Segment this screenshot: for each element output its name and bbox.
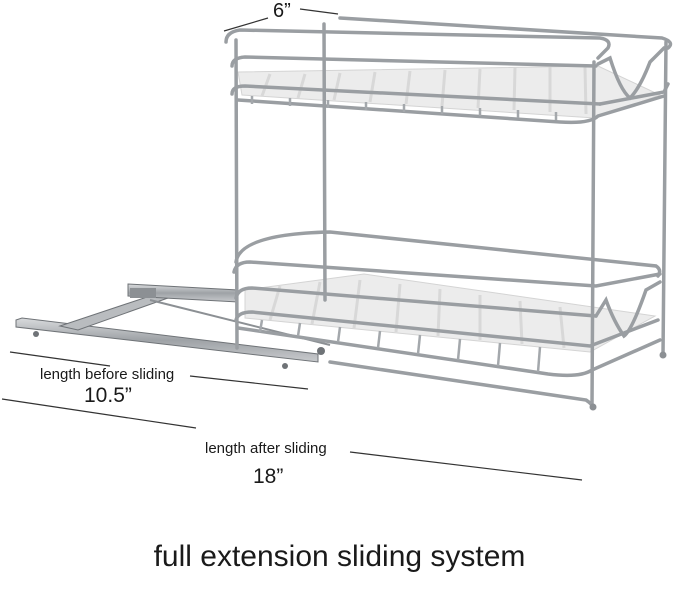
post-front-right xyxy=(661,40,668,357)
foot xyxy=(589,403,597,411)
top-rail-right xyxy=(598,82,670,106)
rail-bar xyxy=(15,317,319,363)
bottom-rail-front-curve xyxy=(594,280,662,339)
bottom-rail-lower xyxy=(234,310,660,348)
foot xyxy=(659,351,667,359)
after-dimension-line-right xyxy=(349,451,583,481)
bottom-front-bar xyxy=(328,360,596,410)
post-back-right xyxy=(590,60,596,408)
shelf-cross-wires xyxy=(250,96,558,373)
before-sliding-value: 10.5” xyxy=(84,384,132,407)
bottom-rail-upper xyxy=(234,286,598,318)
rack-feet xyxy=(589,351,667,411)
rail-screw xyxy=(33,331,39,337)
bottom-rail-mid xyxy=(232,260,662,288)
shelf-liners xyxy=(237,65,662,353)
post-front-left xyxy=(322,22,327,302)
rail-screw xyxy=(317,347,325,355)
width-dimension-line-right xyxy=(299,8,339,15)
after-sliding-value: 18” xyxy=(253,465,284,488)
before-sliding-caption: length before sliding xyxy=(40,366,175,383)
width-dimension-line-left xyxy=(223,17,269,32)
top-rail-back xyxy=(338,16,673,50)
rail-bracket xyxy=(130,288,156,298)
bottom-rail-base xyxy=(236,326,662,378)
top-rail-upper xyxy=(224,28,611,60)
before-dimension-line-right xyxy=(189,375,309,390)
rack-frame xyxy=(224,16,673,410)
width-dimension-label: 6” xyxy=(273,0,291,22)
product-caption: full extension sliding system xyxy=(153,540,526,573)
after-sliding-caption: length after sliding xyxy=(205,440,327,457)
top-rail-lower xyxy=(230,84,602,106)
top-rail-base xyxy=(236,94,666,125)
rail-screw xyxy=(282,363,288,369)
bottom-rail-back xyxy=(234,230,662,278)
dimension-lines xyxy=(1,8,583,481)
top-rail-mid xyxy=(230,55,598,68)
after-dimension-line-left xyxy=(1,398,197,429)
before-dimension-line-left xyxy=(9,351,111,367)
